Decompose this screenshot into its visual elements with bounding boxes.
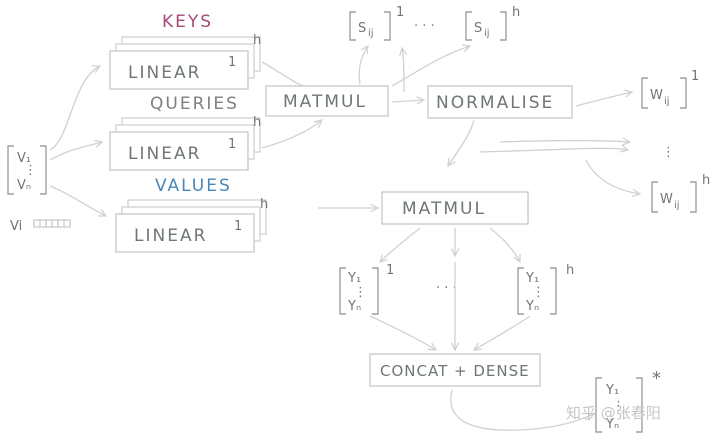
svg-text:⋮: ⋮	[532, 285, 545, 300]
weight-w-1: W ij 1	[641, 69, 699, 109]
weight-w-h-sub: ij	[674, 200, 680, 211]
matmul-values-label: MATMUL	[402, 199, 486, 219]
arrow-queries-to-matmul	[261, 120, 322, 149]
score-dots: · · ·	[414, 19, 435, 34]
arrow-matmul-to-s1	[358, 46, 368, 85]
score-s-1-symbol: S	[358, 21, 366, 36]
concat-dense-block: CONCAT + DENSE	[369, 353, 541, 387]
output-y-h-top: Y₁	[525, 271, 539, 286]
concat-dense-label: CONCAT + DENSE	[380, 362, 530, 380]
final-output-star: *	[652, 368, 661, 389]
keys-linear-stack: h LINEAR 1	[109, 33, 261, 90]
final-output: Y₁ ⋮ Yₙ *	[595, 368, 661, 433]
keys-linear-label: LINEAR	[128, 63, 201, 83]
arrow-normalise-to-matmul	[448, 119, 475, 166]
values-linear-sup: 1	[234, 219, 242, 234]
output-y-1-bottom: Yₙ	[347, 299, 361, 314]
weight-w-h-sup: h	[702, 173, 710, 188]
score-s-1-sup: 1	[396, 5, 404, 20]
svg-text:⋮: ⋮	[354, 285, 367, 300]
arrow-y1-to-concat	[369, 315, 436, 350]
input-vn: Vₙ	[17, 178, 31, 193]
vi-label: Vi	[10, 219, 22, 234]
weight-w-h-symbol: W	[660, 192, 673, 207]
keys-linear-sup: 1	[228, 55, 236, 70]
score-s-1-sub: ij	[368, 28, 374, 39]
svg-text:⋮: ⋮	[612, 399, 625, 414]
weight-w-1-symbol: W	[650, 88, 663, 103]
weight-w-1-sub: ij	[664, 96, 670, 107]
arrow-yh-to-concat	[474, 315, 531, 350]
queries-linear-stack: h LINEAR 1	[109, 115, 261, 171]
input-v1: V₁	[17, 151, 31, 166]
score-s-h-symbol: S	[474, 21, 482, 36]
output-y-h: Y₁ ⋮ Yₙ h	[517, 263, 574, 315]
output-y-h-bottom: Yₙ	[525, 299, 539, 314]
arrow-matmul-to-sh	[391, 46, 470, 87]
values-linear-stack: h LINEAR 1	[115, 197, 268, 253]
arrow-concat-to-output	[450, 389, 594, 431]
arrow-matmul-to-normalise	[391, 100, 424, 102]
matmul-scores-block: MATMUL	[265, 85, 389, 117]
arrow-normalise-to-wmid	[499, 141, 630, 143]
normalise-block: NORMALISE	[427, 85, 573, 119]
arrow-matmul-to-y1	[380, 227, 421, 262]
weight-dots: ⋮	[662, 145, 675, 160]
matmul-scores-label: MATMUL	[283, 92, 367, 112]
vi-embedding: Vi	[10, 219, 71, 234]
input-vector: V₁ ⋮ Vₙ	[7, 145, 47, 195]
matmul-values-block: MATMUL	[381, 191, 529, 225]
values-linear-label: LINEAR	[134, 226, 207, 246]
values-heading: VALUES	[155, 176, 232, 196]
score-s-h-sup: h	[512, 5, 520, 20]
output-dots: · · ·	[436, 281, 457, 296]
score-s-1: S ij 1	[349, 5, 404, 41]
arrow-input-to-keys	[49, 66, 100, 151]
queries-heading: QUERIES	[150, 94, 239, 114]
weight-w-1-sup: 1	[691, 69, 699, 84]
queries-linear-label: LINEAR	[128, 144, 201, 164]
output-y-h-sup: h	[566, 263, 574, 278]
queries-stack-h: h	[253, 115, 261, 130]
normalise-label: NORMALISE	[436, 93, 554, 113]
arrow-normalise-to-w1	[575, 92, 632, 107]
final-output-bottom: Yₙ	[605, 417, 619, 432]
keys-heading: KEYS	[162, 12, 213, 32]
arrow-matmul-to-yh	[489, 227, 520, 262]
output-y-1: Y₁ ⋮ Yₙ 1	[339, 263, 394, 315]
output-y-1-sup: 1	[386, 263, 394, 278]
score-s-h-sub: ij	[484, 28, 490, 39]
queries-linear-sup: 1	[228, 137, 236, 152]
arrow-matmul-up	[402, 48, 404, 93]
arrow-input-to-values	[49, 185, 106, 216]
arrow-normalise-to-wh	[585, 159, 640, 194]
watermark: 知乎 @张春阳	[566, 404, 661, 422]
weight-w-h: W ij h	[651, 173, 710, 213]
arrow-normalise-to-wmid2	[479, 148, 628, 153]
output-y-1-top: Y₁	[347, 271, 361, 286]
arrow-input-to-queries	[49, 142, 102, 161]
values-stack-h: h	[260, 197, 268, 212]
final-output-top: Y₁	[605, 383, 619, 398]
input-dots: ⋮	[24, 163, 37, 178]
keys-stack-h: h	[253, 33, 261, 48]
score-s-h: S ij h	[465, 5, 520, 41]
